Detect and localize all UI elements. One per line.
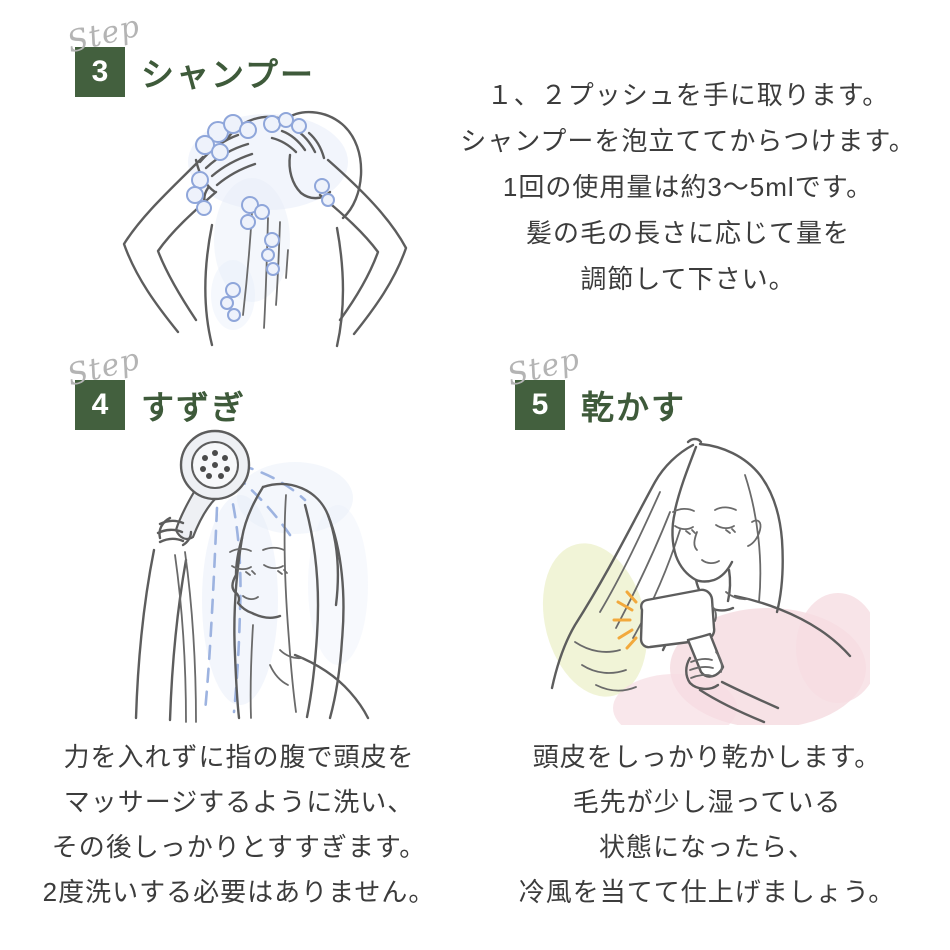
text-line: 調節して下さい。 — [580, 264, 796, 294]
woman-shampooing-icon — [122, 110, 408, 348]
shampoo-illustration — [100, 100, 430, 350]
step-4-description: 力を入れずに指の腹で頭皮を マッサージするように洗い、 その後しっかりとすすぎま… — [0, 735, 478, 915]
step-5-number-badge: 5 — [515, 380, 565, 430]
woman-drying-icon — [542, 437, 870, 725]
shower-head — [174, 429, 251, 541]
step-5-header: Step 5 乾かす — [504, 342, 686, 430]
text-line: 2度洗いする必要はありません。 — [42, 877, 436, 907]
hair-dryer — [639, 588, 725, 678]
hand-holding-dryer — [685, 651, 723, 691]
text-line: シャンプーを泡立ててからつけます。 — [460, 126, 916, 156]
step-5-description: 頭皮をしっかり乾かします。 毛先が少し湿っている 状態になったら、 冷風を当てて… — [468, 735, 946, 915]
text-line: 頭皮をしっかり乾かします。 — [532, 742, 882, 772]
text-line: マッサージするように洗い、 — [63, 787, 415, 817]
step-3-number-badge: 3 — [75, 47, 125, 97]
text-line: １、２プッシュを手に取ります。 — [486, 80, 890, 110]
step-4-number-badge: 4 — [75, 380, 125, 430]
text-line: 冷風を当てて仕上げましょう。 — [518, 877, 896, 907]
step-4-header: Step 4 すずぎ — [64, 342, 246, 430]
woman-rinsing-icon — [134, 429, 370, 723]
hand-holding-shower — [156, 516, 193, 547]
shampoo-foam-bubbles — [186, 112, 335, 322]
text-line: 1回の使用量は約3〜5mlです。 — [502, 172, 874, 202]
step-3-header: Step 3 シャンプー — [64, 9, 316, 97]
step-3-description: １、２プッシュを手に取ります。 シャンプーを泡立ててからつけます。 1回の使用量… — [433, 72, 943, 302]
step-5-title: 乾かす — [581, 389, 686, 426]
step-3-title: シャンプー — [141, 56, 316, 93]
text-line: 状態になったら、 — [598, 832, 815, 862]
air-flow-rays — [612, 590, 638, 650]
rinse-illustration — [90, 420, 410, 725]
text-line: 力を入れずに指の腹で頭皮を — [63, 742, 415, 772]
text-line: 毛先が少し湿っている — [572, 787, 842, 817]
step-4-title: すずぎ — [141, 389, 246, 426]
text-line: 髪の毛の長さに応じて量を — [525, 218, 850, 248]
dry-illustration — [530, 420, 870, 725]
text-line: その後しっかりとすすぎます。 — [51, 832, 427, 862]
